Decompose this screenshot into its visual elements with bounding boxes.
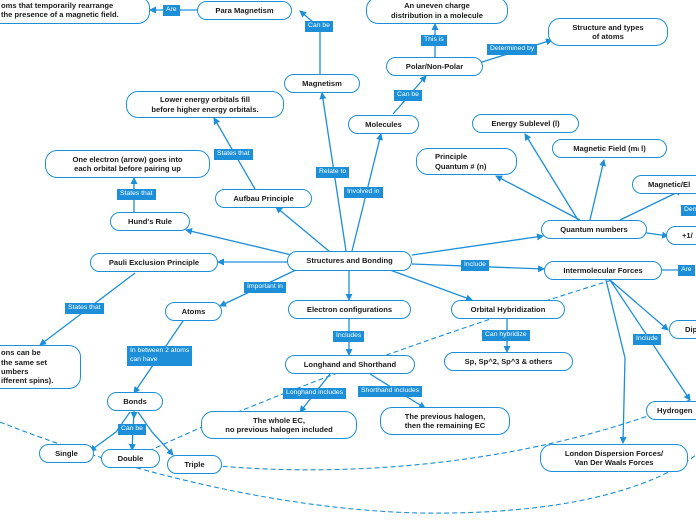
node-polar-nonpolar[interactable]: Polar/Non-Polar <box>386 57 483 76</box>
label-relate-to: Relate to <box>316 167 350 178</box>
node-triple[interactable]: Triple <box>167 455 222 474</box>
label-longhand-includes: Longhand includes <box>283 388 347 399</box>
label-shorthand-includes: Shorthand includes <box>358 386 423 397</box>
node-energy-sublevel[interactable]: Energy Sublevel (l) <box>472 114 579 133</box>
node-double[interactable]: Double <box>101 449 160 468</box>
node-lower-energy-orbitals[interactable]: Lower energy orbitals fill before higher… <box>126 91 284 118</box>
edge-center-hund <box>185 227 301 258</box>
node-hunds-rule[interactable]: Hund's Rule <box>110 212 190 231</box>
label-states-that-pauli: States that <box>65 303 104 314</box>
node-magnetic-electric[interactable]: Magnetic/El <box>632 175 696 194</box>
node-intermolecular-forces[interactable]: Intermolecular Forces <box>544 261 662 280</box>
label-den: Den <box>681 205 696 216</box>
node-orbital-hybridization[interactable]: Orbital Hybridization <box>451 300 565 319</box>
node-sp-types[interactable]: Sp, Sp^2, Sp^3 & others <box>444 352 573 371</box>
node-pauli-description[interactable]: ons can be the same set umbers ifferent … <box>0 345 81 389</box>
node-london-dispersion[interactable]: London Dispersion Forces/ Van Der Waals … <box>540 444 688 472</box>
node-longhand-shorthand[interactable]: Longhand and Shorthand <box>285 355 415 374</box>
label-include-im: Include <box>633 334 661 345</box>
node-principle-quantum[interactable]: Principle Quantum # (n) <box>416 148 517 175</box>
node-dipole[interactable]: Dip <box>669 320 696 339</box>
node-electron-configurations[interactable]: Electron configurations <box>288 300 411 319</box>
node-magnetic-field[interactable]: Magnetic Field (mₗ l) <box>552 139 667 158</box>
node-structures-and-bonding[interactable]: Structures and Bonding <box>287 251 412 271</box>
label-are-im: Are <box>678 265 695 276</box>
node-magnetism[interactable]: Magnetism <box>284 74 360 93</box>
label-this-is: This is <box>421 35 447 46</box>
label-states-that-hund: States that <box>117 189 156 200</box>
label-in-between: In between 2 atoms can have <box>127 346 193 366</box>
edge-center-hybrid <box>389 269 473 302</box>
node-para-magnetism-description[interactable]: oms that temporarily rearrange the prese… <box>0 0 150 24</box>
node-previous-halogen[interactable]: The previous halogen, then the remaining… <box>380 407 510 435</box>
edge-center-qn <box>411 233 544 256</box>
node-atoms[interactable]: Atoms <box>165 302 222 321</box>
node-hydrogen[interactable]: Hydrogen <box>646 401 696 420</box>
node-para-magnetism[interactable]: Para Magnetism <box>197 1 292 20</box>
node-molecules[interactable]: Molecules <box>348 115 419 134</box>
label-states-that-aufbau: States that <box>214 149 253 160</box>
label-important-in: Important in <box>244 282 286 293</box>
node-plus-half[interactable]: +1/ <box>666 226 696 245</box>
label-can-be-magnetism: Can be <box>305 21 333 32</box>
node-pauli-exclusion[interactable]: Pauli Exclusion Principle <box>90 253 218 272</box>
label-can-be-polar: Can be <box>394 90 422 101</box>
node-quantum-numbers[interactable]: Quantum numbers <box>541 220 647 239</box>
label-can-hybridize: Can hybridize <box>482 330 530 341</box>
label-includes: Includes <box>333 331 365 342</box>
node-one-electron[interactable]: One electron (arrow) goes into each orbi… <box>45 150 210 178</box>
label-determined-by: Determined by <box>487 44 538 55</box>
node-single[interactable]: Single <box>39 444 94 463</box>
node-bonds[interactable]: Bonds <box>107 392 163 411</box>
node-aufbau-principle[interactable]: Aufbau Principle <box>215 189 312 208</box>
label-include-qn: Include <box>461 260 489 271</box>
node-whole-ec[interactable]: The whole EC, no previous halogen includ… <box>201 411 357 439</box>
dashed-link-2 <box>182 399 691 471</box>
label-are: Are <box>163 5 180 16</box>
label-can-be-bonds: Can be <box>118 424 146 435</box>
node-structure-types[interactable]: Structure and types of atoms <box>548 18 668 46</box>
node-uneven-charge[interactable]: An uneven charge distribution in a molec… <box>366 0 508 24</box>
edge-center-aufbau <box>275 206 331 253</box>
label-involved-in: Involved in <box>344 187 383 198</box>
